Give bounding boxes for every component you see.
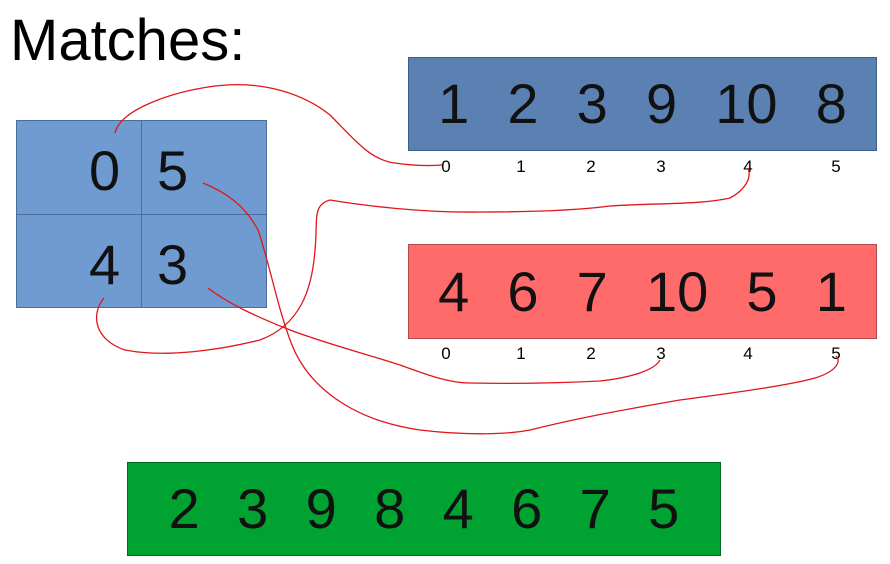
array-b-index: 4 [743, 344, 753, 363]
array-a-index: 3 [656, 157, 666, 176]
array-a-index: 1 [516, 157, 526, 176]
result-value: 7 [579, 477, 611, 540]
array-a-value: 2 [507, 72, 539, 135]
array-a-value: 3 [576, 72, 608, 135]
array-b-index: 3 [656, 344, 666, 363]
matrix-cell-1-1: 3 [157, 233, 189, 296]
match-matrix: 0 5 4 3 [16, 120, 267, 308]
result-value: 9 [305, 477, 337, 540]
array-a-value: 10 [715, 72, 778, 135]
array-a-index: 0 [441, 157, 451, 176]
array-b-value: 1 [815, 259, 847, 323]
array-b-index: 5 [831, 344, 841, 363]
result-value: 5 [648, 477, 680, 540]
matrix-cell-0-1: 5 [157, 139, 189, 202]
result-box: 2 3 9 8 4 6 7 5 [127, 462, 721, 556]
array-b-value: 7 [576, 259, 608, 323]
array-b-box: 4 6 7 10 5 1 [408, 244, 877, 339]
matrix-cell-1-0: 4 [89, 233, 121, 296]
result-value: 8 [374, 477, 406, 540]
matrix-cell-0-0: 0 [89, 139, 121, 202]
array-b-value: 5 [746, 259, 778, 323]
array-a-index: 4 [743, 157, 753, 176]
array-b-value: 4 [438, 259, 470, 323]
result-value: 6 [511, 477, 543, 540]
array-b-value: 10 [645, 259, 709, 323]
result-value: 3 [237, 477, 269, 540]
result-value: 4 [442, 477, 474, 540]
array-a-value: 9 [645, 72, 678, 135]
array-b-index: 0 [441, 344, 451, 363]
array-b-index: 2 [586, 344, 596, 363]
array-a-index: 2 [586, 157, 596, 176]
array-a-value: 1 [438, 72, 470, 135]
array-b-index: 1 [516, 344, 526, 363]
result-value: 2 [168, 477, 200, 540]
array-a-index: 5 [831, 157, 841, 176]
array-a-box: 1 2 3 9 10 8 [408, 57, 877, 151]
array-a-value: 8 [815, 72, 847, 135]
matrix-divider-horizontal [17, 214, 266, 215]
array-b-value: 6 [507, 259, 539, 323]
page-title: Matches: [10, 8, 246, 73]
